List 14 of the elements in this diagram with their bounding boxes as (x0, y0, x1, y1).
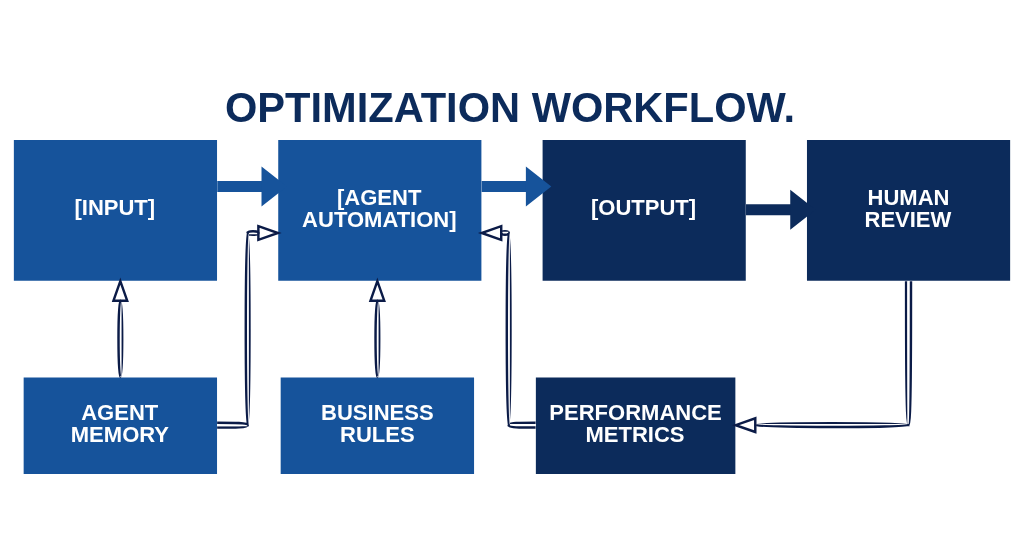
node-box: [INPUT] (13, 139, 218, 281)
node-box: HUMAN REVIEW (806, 139, 1011, 281)
arrow (111, 277, 129, 378)
arrow (732, 281, 913, 434)
node-box: [AGENT AUTOMATION] (278, 139, 482, 281)
diagram-title: OPTIMIZATION WORKFLOW. (224, 83, 796, 131)
node-box: AGENT MEMORY (23, 377, 218, 475)
node-box: PERFORMANCE METRICS (535, 377, 736, 475)
arrow (481, 166, 552, 207)
arrow (368, 277, 386, 378)
arrow (477, 224, 536, 429)
arrow (217, 224, 282, 429)
node-box: BUSINESS RULES (280, 377, 475, 475)
node-box: [OUTPUT] (542, 139, 746, 281)
